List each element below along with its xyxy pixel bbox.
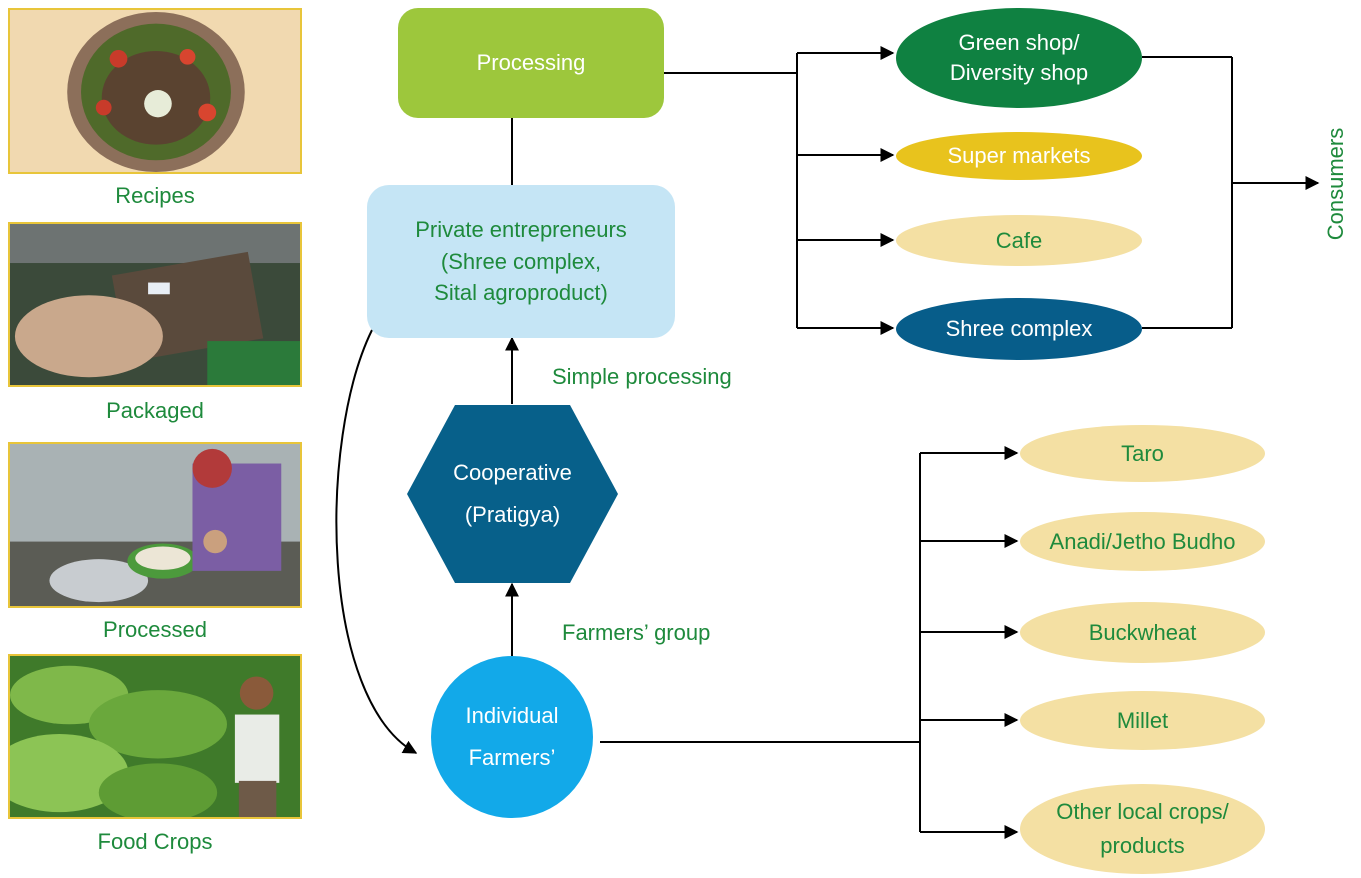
farmers-line-1: Individual [465,703,559,729]
processing-box: Processing [398,8,664,118]
millet-ellipse: Millet [1020,691,1265,750]
super-markets-ellipse: Super markets [896,132,1142,180]
cafe-label: Cafe [995,227,1043,253]
farmers-line-2: Farmers’ [468,745,556,770]
green-shop-line-2: Diversity shop [949,60,1089,85]
other-crops-ellipse: Other local crops/ products [1020,784,1265,874]
processed-caption: Processed [103,617,207,642]
green-shop-line-1: Green shop/ [958,30,1080,56]
recipes-photo [8,8,302,174]
cafe-ellipse: Cafe [896,215,1142,266]
anadi-label: Anadi/Jetho Budho [1049,528,1236,554]
cooperative-line-1: Cooperative [453,460,572,486]
private-entrepreneurs-box: Private entrepreneurs (Shree complex, Si… [367,185,675,338]
entrepreneurs-line-3: Sital agroproduct) [434,280,608,306]
taro-label: Taro [1121,440,1164,466]
packaged-photo [8,222,302,387]
packaged-caption: Packaged [106,398,204,423]
shree-complex-ellipse: Shree complex [896,298,1142,360]
other-crops-line-1: Other local crops/ [1056,798,1229,824]
anadi-ellipse: Anadi/Jetho Budho [1020,512,1265,571]
millet-label: Millet [1116,707,1169,733]
cooperative-text: Cooperative (Pratigya) [407,405,618,583]
entrepreneurs-line-1: Private entrepreneurs [415,216,627,242]
cooperative-line-2: (Pratigya) [464,502,561,527]
simple-processing-label: Simple processing [552,364,732,389]
green-shop-ellipse: Green shop/ Diversity shop [896,8,1142,108]
buckwheat-ellipse: Buckwheat [1020,602,1265,663]
cooperative-hexagon [407,405,618,583]
other-crops-line-2: products [1100,833,1185,858]
consumers-text: Consumers [1323,127,1348,241]
entrepreneurs-line-2: (Shree complex, [440,248,602,274]
shree-complex-label: Shree complex [945,316,1093,342]
food-crops-photo [8,654,302,819]
farmers-group-label: Farmers’ group [562,620,711,645]
consumers-label: Consumers [1323,128,1349,240]
individual-farmers-circle: Individual Farmers’ [431,656,593,818]
buckwheat-label: Buckwheat [1088,619,1197,645]
food-crops-caption: Food Crops [97,829,213,854]
super-markets-label: Super markets [947,143,1091,169]
processed-photo [8,442,302,608]
taro-ellipse: Taro [1020,425,1265,482]
curved-arrow-to-farmers [335,329,418,754]
processing-label: Processing [476,50,586,76]
recipes-caption: Recipes [115,183,195,208]
